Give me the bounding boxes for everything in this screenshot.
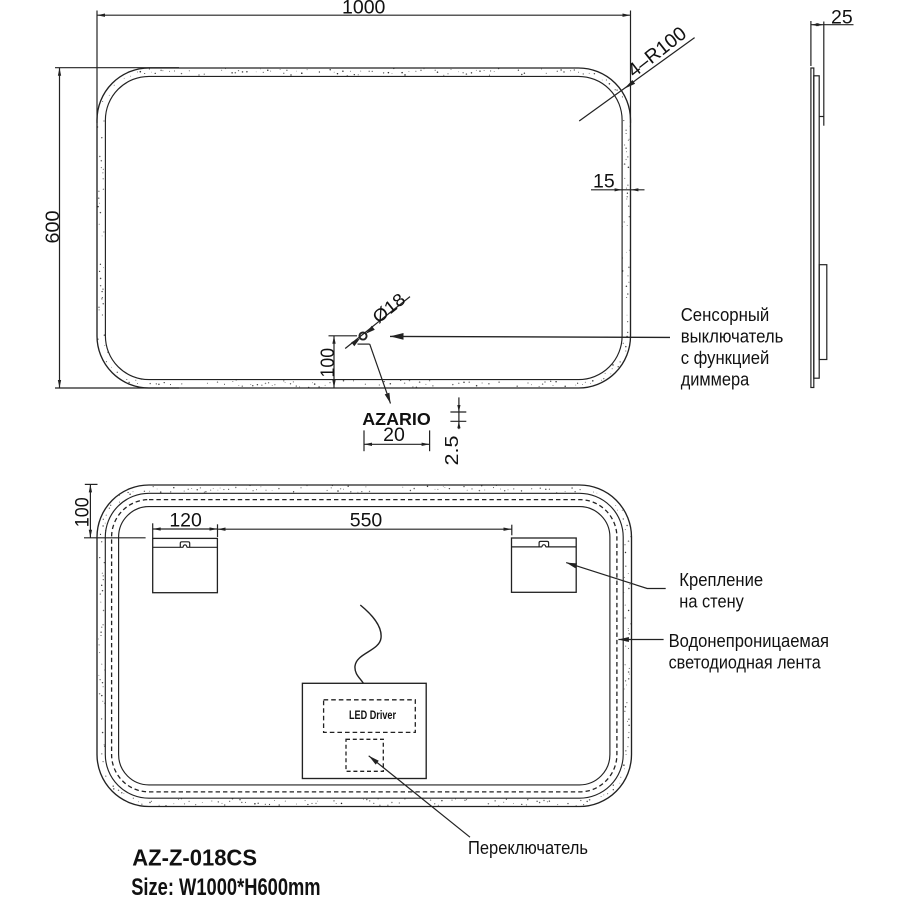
svg-text:LED Driver: LED Driver <box>349 708 396 722</box>
svg-text:AZARIO: AZARIO <box>362 409 431 429</box>
svg-text:100: 100 <box>73 497 94 527</box>
svg-text:светодиодная лента: светодиодная лента <box>669 652 822 673</box>
svg-text:с функцией: с функцией <box>681 347 770 368</box>
svg-text:выключатель: выключатель <box>681 326 784 347</box>
svg-text:1000: 1000 <box>342 0 386 19</box>
svg-text:диммера: диммера <box>681 369 750 390</box>
svg-text:Ø18: Ø18 <box>368 289 409 327</box>
svg-text:Водонепроницаемая: Водонепроницаемая <box>669 630 829 651</box>
svg-text:25: 25 <box>831 6 853 28</box>
svg-text:AZ-Z-018CS: AZ-Z-018CS <box>132 845 257 871</box>
svg-text:15: 15 <box>593 170 615 192</box>
svg-text:20: 20 <box>383 424 405 446</box>
svg-text:Переключатель: Переключатель <box>468 837 588 858</box>
svg-text:Size: W1000*H600mm: Size: W1000*H600mm <box>131 874 320 900</box>
svg-text:4–R100: 4–R100 <box>624 22 691 81</box>
svg-text:Сенсорный: Сенсорный <box>681 304 770 325</box>
svg-text:на стену: на стену <box>679 590 744 611</box>
svg-text:2.5: 2.5 <box>442 436 462 466</box>
svg-text:100: 100 <box>318 348 339 378</box>
svg-text:550: 550 <box>350 509 383 531</box>
svg-text:Крепление: Крепление <box>679 569 763 590</box>
svg-text:120: 120 <box>169 509 202 531</box>
svg-text:600: 600 <box>42 210 64 243</box>
